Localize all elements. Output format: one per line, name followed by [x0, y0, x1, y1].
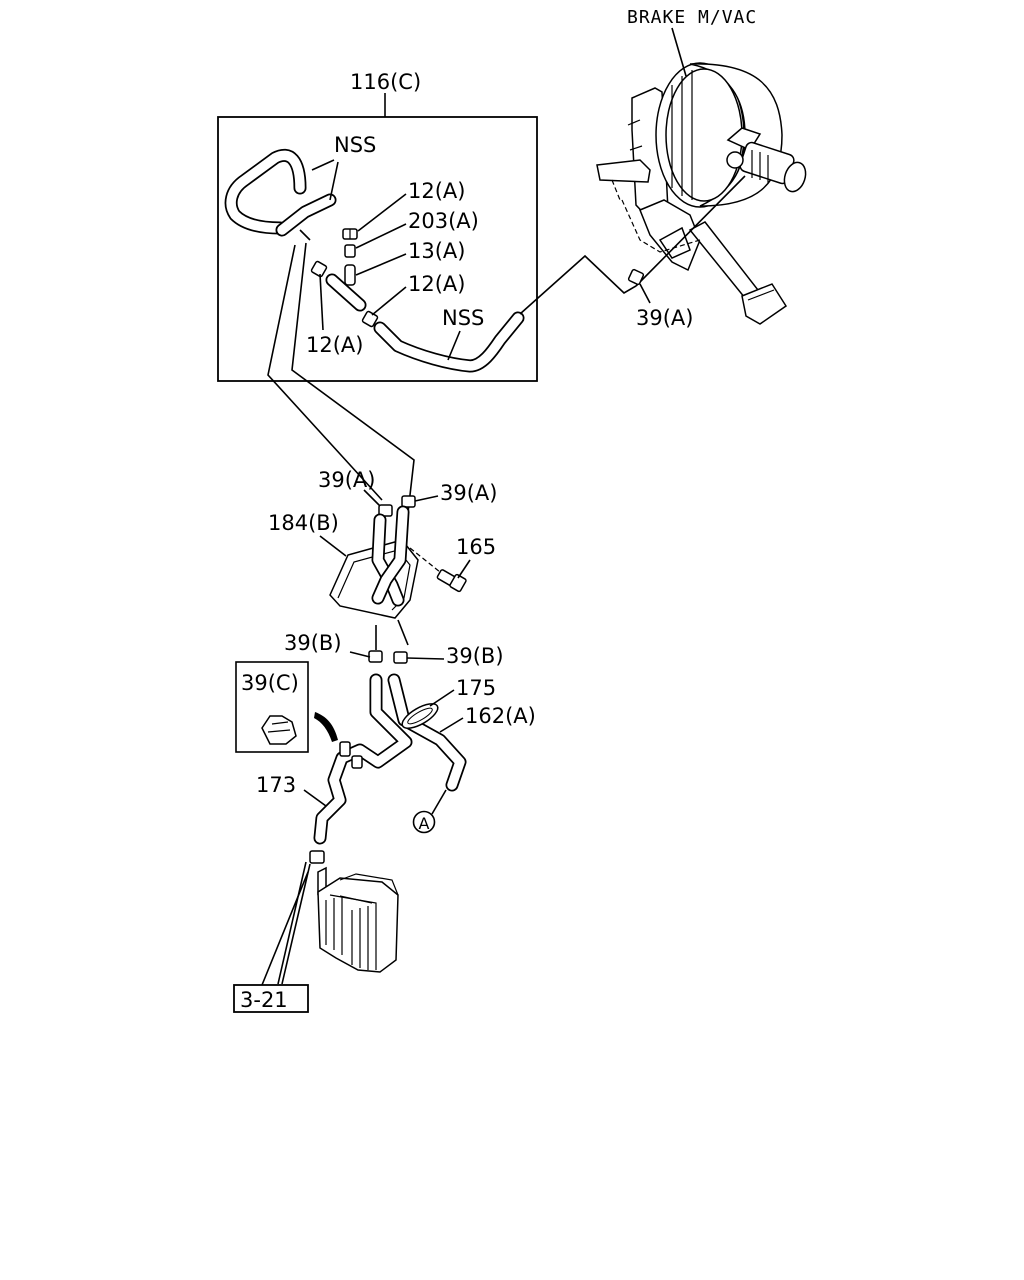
group-box-116c: [217, 116, 538, 382]
nss-hose-loop: [224, 148, 337, 237]
heater-core: [317, 866, 399, 973]
hose-162a: [387, 673, 467, 792]
label-39a-left: 39(A): [318, 468, 375, 492]
label-nss-top: NSS: [334, 133, 376, 157]
label-165: 165: [456, 535, 496, 559]
inset-box-39c: [235, 661, 309, 753]
clamp-39b-right: [393, 651, 408, 664]
bolt-165: [436, 569, 467, 593]
label-12a-1: 12(A): [408, 179, 465, 203]
label-39a-right: 39(A): [636, 306, 693, 330]
clip-on-hose: [339, 741, 363, 769]
label-12a-3: 12(A): [306, 333, 363, 357]
label-175: 175: [456, 676, 496, 700]
clamp-39c: [261, 715, 297, 745]
hose-173: [313, 673, 413, 845]
connector-a-circle: [412, 810, 436, 834]
clamp-12a-left: [310, 260, 328, 278]
arrow-indicator: [314, 712, 338, 742]
label-3-21: 3-21: [240, 988, 288, 1012]
label-39b-right: 39(B): [446, 644, 504, 668]
nss-hose-booster: [373, 311, 525, 373]
reference-box-3-21: [233, 984, 309, 1013]
label-203a: 203(A): [408, 209, 479, 233]
label-173: 173: [256, 773, 296, 797]
label-circle-a: A: [419, 814, 430, 833]
label-39c: 39(C): [241, 671, 299, 695]
brake-master-vac-illustration: [596, 62, 807, 325]
label-13a: 13(A): [408, 239, 465, 263]
label-39a-center: 39(A): [440, 481, 497, 505]
label-nss-mid: NSS: [442, 306, 484, 330]
band-175: [401, 703, 439, 729]
clamp-39a-center: [401, 495, 416, 508]
label-162a: 162(A): [465, 704, 536, 728]
label-12a-2: 12(A): [408, 272, 465, 296]
clamp-12a-upper: [342, 228, 358, 240]
label-116c: 116(C): [350, 70, 421, 94]
clamp-39a-left: [378, 504, 393, 517]
clamp-39b-left: [368, 650, 383, 663]
t-joint: [325, 273, 367, 312]
fitting-203a: [344, 244, 356, 258]
pipe-13a: [344, 264, 356, 286]
label-brake-mvac: BRAKE M/VAC: [627, 7, 757, 28]
label-184b: 184(B): [268, 511, 339, 535]
valve-body-184b: [329, 505, 419, 619]
clamp-39a-booster: [627, 268, 645, 286]
label-39b-left: 39(B): [284, 631, 342, 655]
clamp-lower: [309, 850, 325, 864]
